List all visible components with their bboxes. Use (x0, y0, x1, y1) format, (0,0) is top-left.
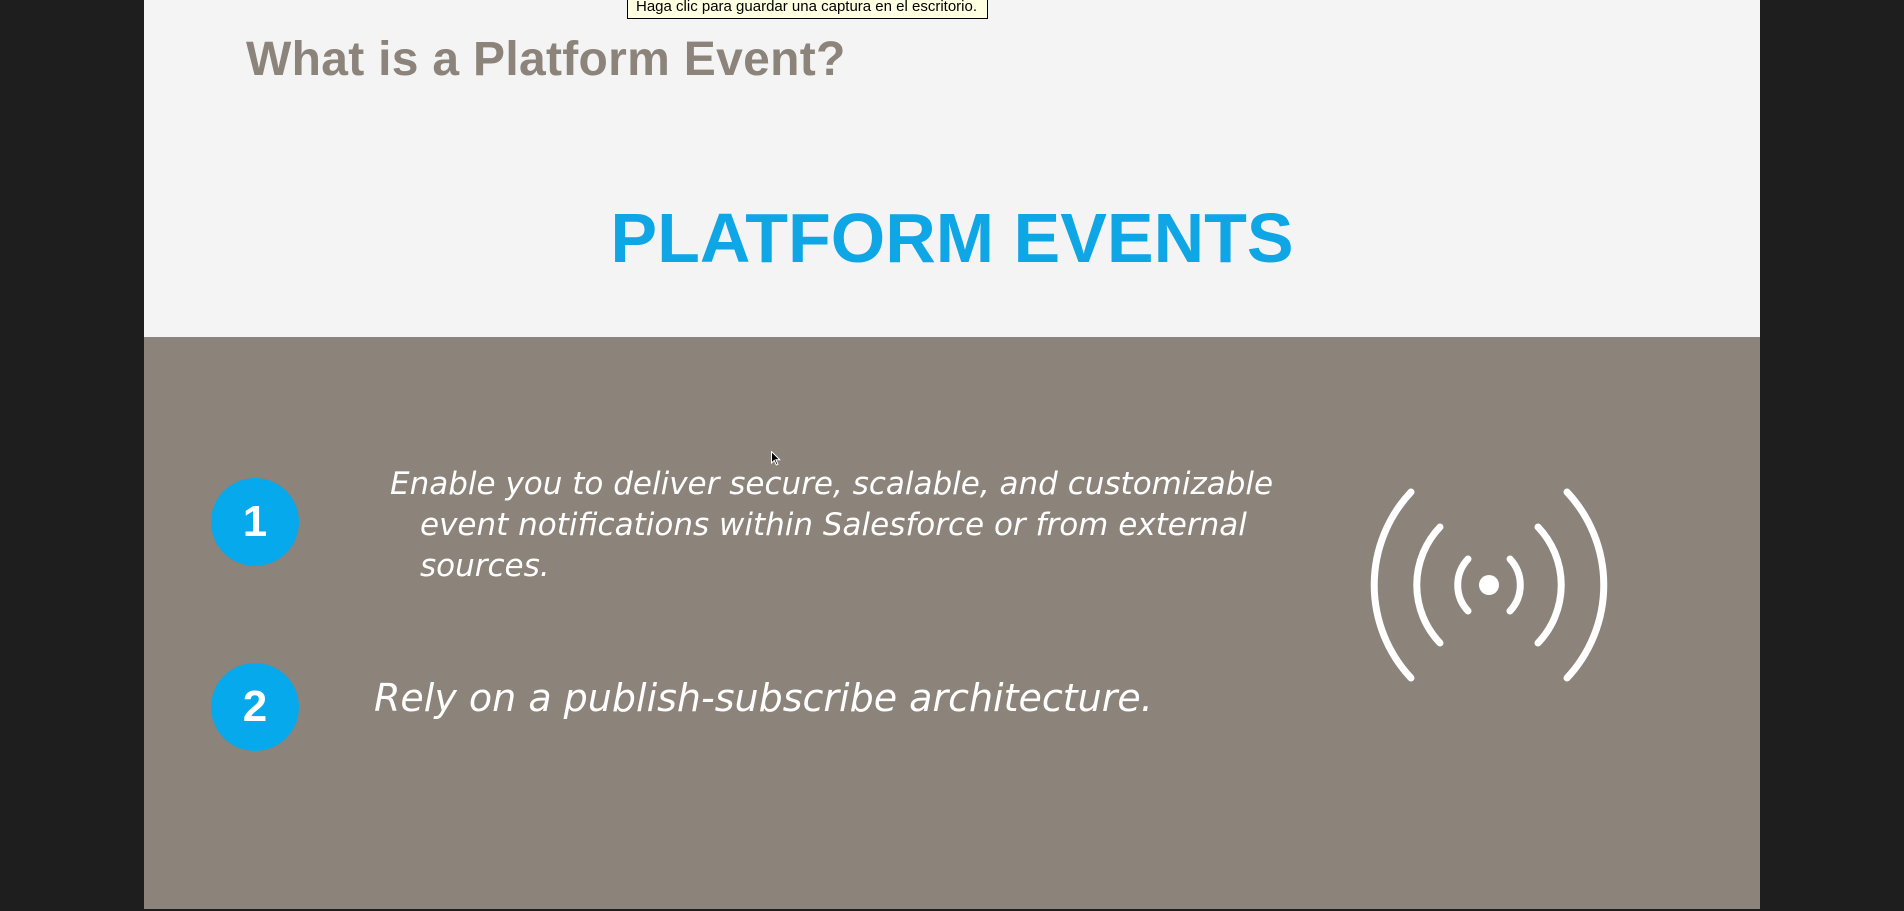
point-text: Rely on a publish-subscribe architecture… (374, 676, 1153, 720)
slide: What is a Platform Event? PLATFORM EVENT… (144, 0, 1760, 909)
slide-bottom-panel (144, 337, 1760, 909)
slide-heading: What is a Platform Event? (246, 33, 846, 86)
platform-events-banner: PLATFORM EVENTS (610, 199, 1294, 277)
broadcast-signal-icon (1370, 488, 1608, 682)
point-number-badge: 1 (211, 478, 299, 566)
slide-top-panel: What is a Platform Event? PLATFORM EVENT… (144, 0, 1760, 337)
point-number-badge: 2 (211, 663, 299, 751)
point-text: Enable you to deliver secure, scalable, … (390, 466, 1274, 584)
signal-wave-inner-right (1506, 555, 1524, 615)
signal-wave-middle-left (1413, 523, 1444, 647)
signal-wave-outer-right (1563, 488, 1608, 682)
signal-center-dot (1479, 575, 1499, 595)
mouse-cursor-icon (771, 451, 781, 466)
save-capture-tooltip: Haga clic para guardar una captura en el… (627, 0, 989, 19)
signal-wave-outer-left (1370, 488, 1415, 682)
signal-wave-inner-left (1454, 555, 1472, 615)
signal-wave-middle-right (1534, 523, 1565, 647)
